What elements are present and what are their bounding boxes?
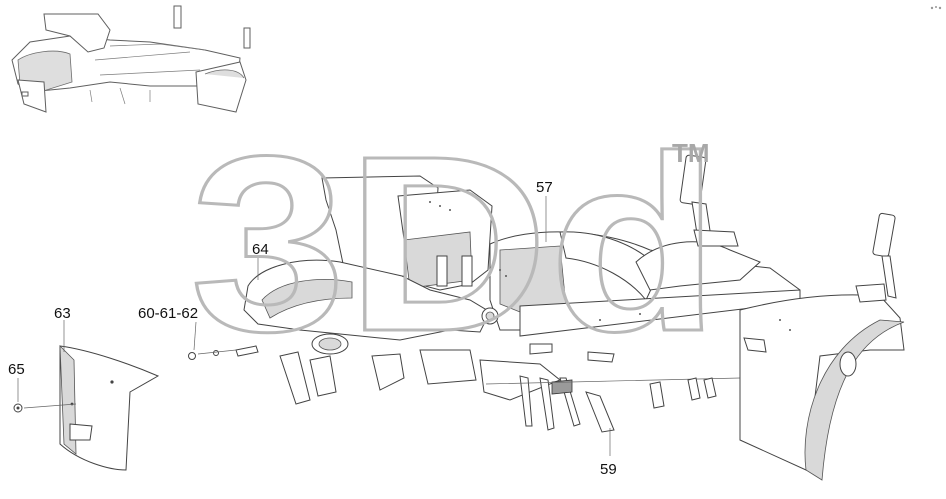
callout-59: 59 [600,461,617,478]
callout-labels: 57 59 60-61-62 63 64 65 [8,179,617,478]
callout-60-61-62: 60-61-62 [138,305,198,322]
corner-mark [930,6,942,10]
fastener-set [188,345,259,360]
fastener-65 [13,403,23,413]
callout-57: 57 [536,179,553,196]
callout-63: 63 [54,305,71,322]
watermark-trademark: TM [672,138,710,168]
leader-lines [17,196,611,456]
callout-64: 64 [252,241,269,258]
callout-65: 65 [8,361,25,378]
watermark-text: 3Dd [190,104,720,383]
front-cover-part [59,344,160,471]
assembly-thumbnail [11,5,251,113]
watermark: 3Dd TM [189,103,722,385]
main-assembly [243,154,905,481]
